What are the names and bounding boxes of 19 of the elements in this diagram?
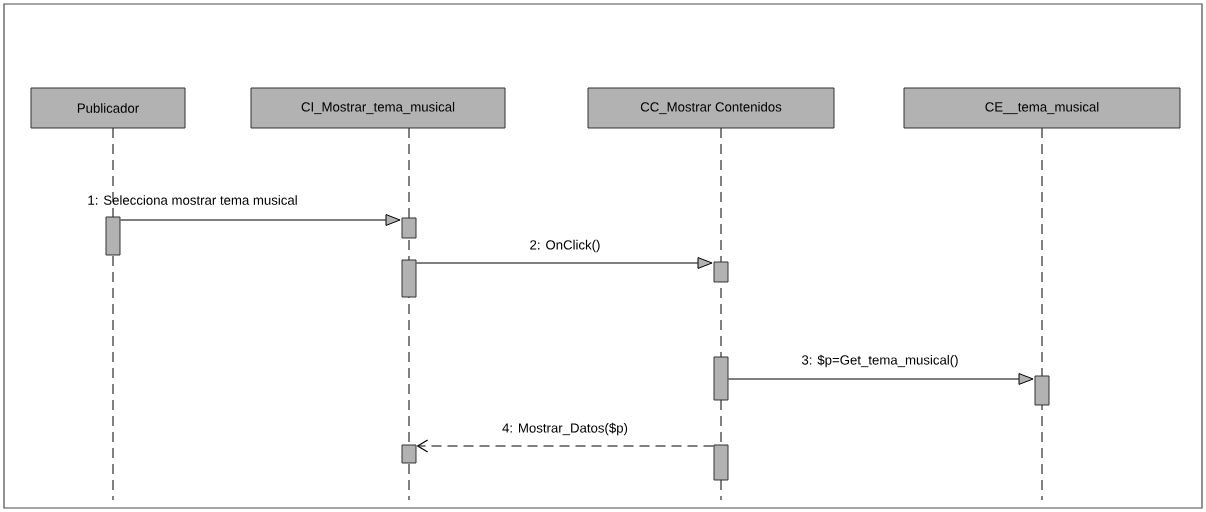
lifeline-header: CI_Mostrar_tema_musical	[250, 87, 506, 129]
activation-bar	[105, 216, 121, 256]
edge-label: 1: Selecciona mostrar tema musical	[88, 195, 297, 205]
activation-bar	[401, 259, 417, 298]
activation-bar	[713, 356, 729, 401]
message-arrow	[119, 214, 401, 226]
edge-label: 2: OnClick()	[530, 239, 600, 253]
message-arrow	[727, 373, 1034, 385]
message-arrow	[416, 439, 715, 453]
activation-bar	[713, 444, 729, 481]
lifeline-header: CE__tema_musical	[903, 87, 1181, 129]
edge-label: 3: $p=Get_tema_musical()	[801, 354, 958, 368]
lifeline-header: CC_Mostrar Contenidos	[587, 87, 835, 129]
lifeline-header: Publicador	[30, 87, 186, 129]
message-arrow	[415, 257, 713, 269]
activation-bar	[401, 217, 417, 239]
activation-bar	[401, 444, 417, 464]
edge-label: 4: Mostrar_Datos($p)	[502, 422, 628, 436]
activation-bar	[713, 261, 729, 283]
